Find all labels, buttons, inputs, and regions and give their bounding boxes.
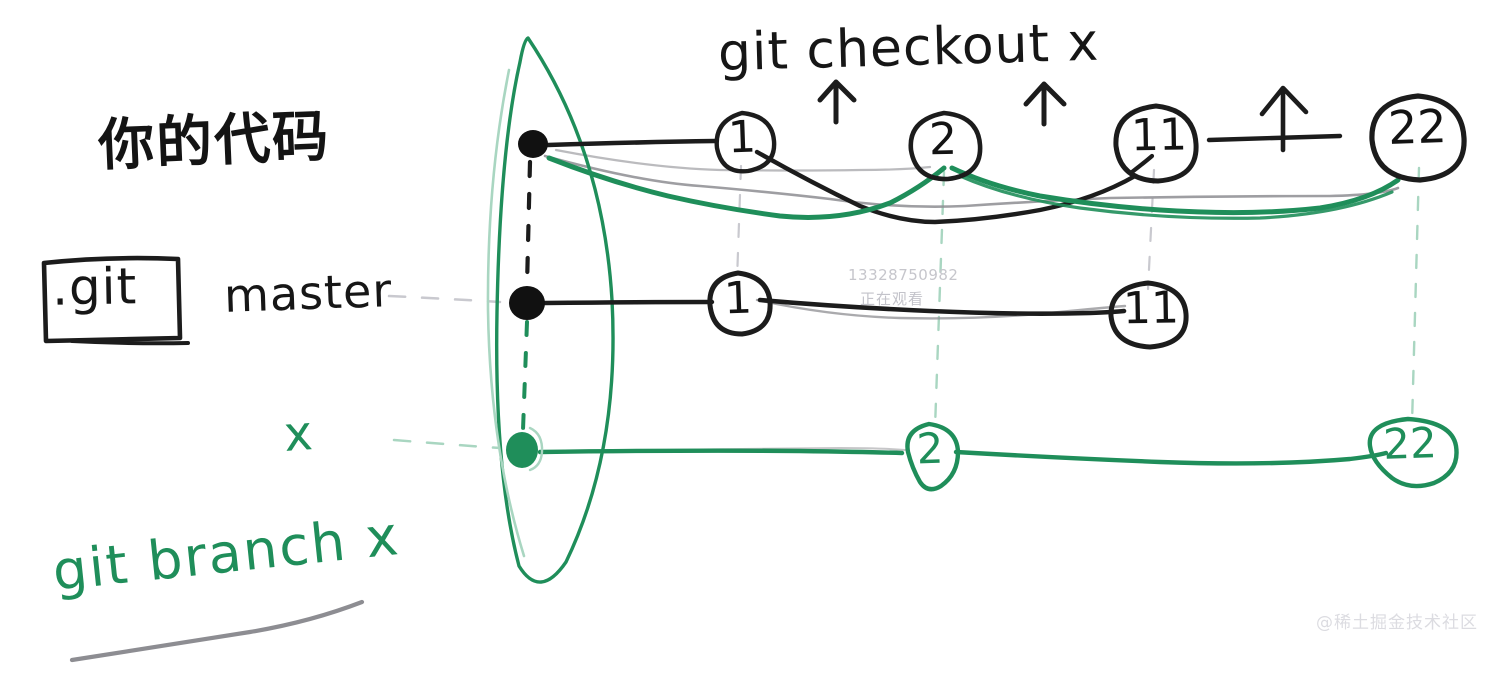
node-branch-head-dot <box>506 432 538 468</box>
green-curve-2-to-22-double <box>958 174 1394 220</box>
node-master-1-circle <box>707 270 773 337</box>
ghost-top-curve-2 <box>554 148 932 172</box>
node-top-1-circle <box>714 110 777 174</box>
head-chain-dash-lower <box>521 320 529 432</box>
node-top-11-circle <box>1113 103 1199 184</box>
node-master-head-dot <box>509 286 545 320</box>
arrow-to-commit-2-icon <box>1023 81 1067 127</box>
edge-head-to-2-branch <box>537 448 905 456</box>
git-branch-underline <box>69 599 365 663</box>
node-top-22-circle <box>1369 93 1467 183</box>
node-top-head-dot <box>518 130 548 158</box>
connector-11-dash <box>1146 168 1156 291</box>
green-curve-head-to-2 <box>546 155 947 220</box>
branch-row-lead-dash <box>392 438 502 450</box>
edge-1-to-11-master <box>757 297 1127 316</box>
node-branch-2-circle <box>905 421 961 492</box>
arrow-to-commit-11-icon <box>1259 85 1309 153</box>
ghost-master-curve <box>755 298 1127 320</box>
head-selection-ellipse <box>494 36 615 584</box>
head-selection-ellipse-inner <box>486 68 526 558</box>
edge-1-to-2-top <box>754 149 1138 225</box>
node-branch-head-outline <box>528 426 544 472</box>
connector-1-dash <box>735 164 743 282</box>
git-dir-box-underline <box>70 339 190 346</box>
head-chain-dash-upper <box>524 159 533 289</box>
arrow-to-commit-1-icon <box>817 79 857 125</box>
edge-2-to-22-branch <box>953 449 1389 466</box>
edge-2-to-11-top <box>1129 153 1155 175</box>
green-curve-2-to-22 <box>949 165 1401 216</box>
arrow-crossbar <box>1206 133 1343 143</box>
node-top-2-circle <box>908 110 983 182</box>
ghost-top-curve <box>543 154 1400 208</box>
edge-head-to-1-top <box>545 138 718 148</box>
connector-2-dash <box>933 170 946 430</box>
node-master-11-circle <box>1108 280 1189 350</box>
node-branch-22-circle <box>1367 416 1459 489</box>
edge-head-to-1-master <box>542 299 715 306</box>
connector-22-dash <box>1410 166 1421 426</box>
git-dir-box <box>41 255 183 344</box>
